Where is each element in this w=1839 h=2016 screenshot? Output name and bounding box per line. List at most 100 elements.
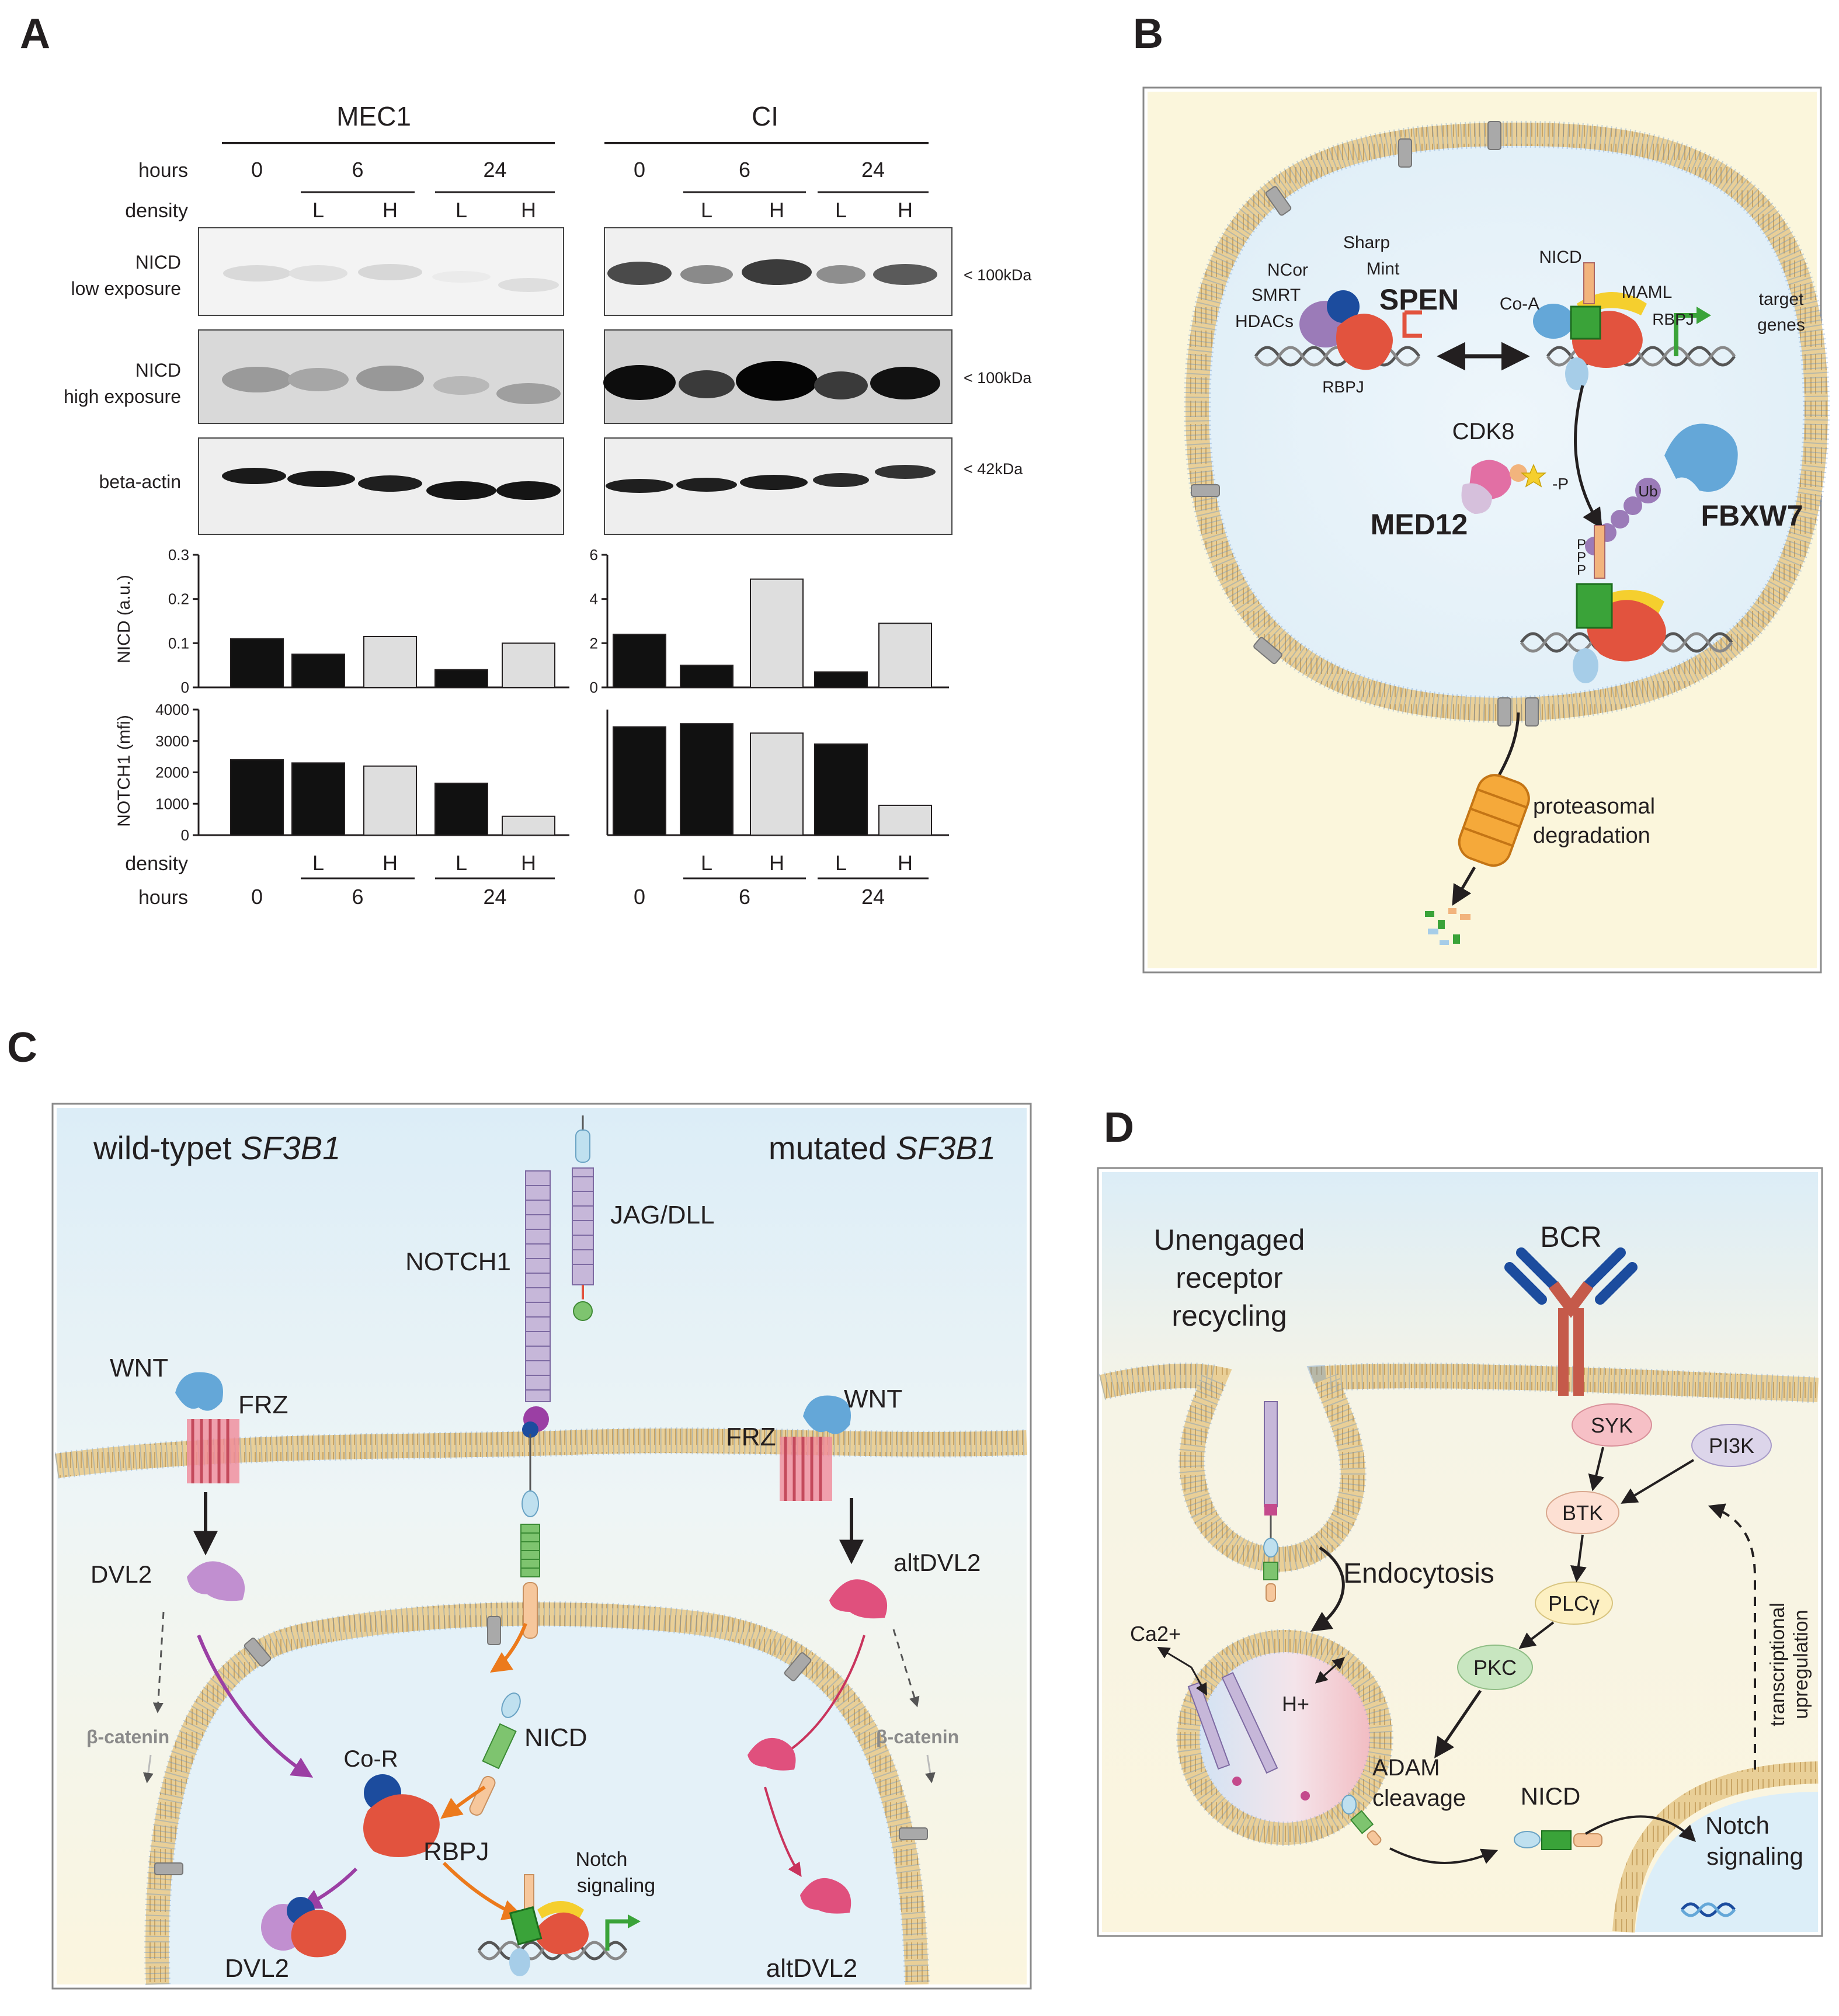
label-notch-d2: signaling	[1706, 1843, 1803, 1870]
label-sharp: Sharp	[1343, 233, 1390, 252]
degradation-path-arrow	[1574, 385, 1602, 529]
label-rbpj-right: RBPJ	[1652, 310, 1694, 328]
cor-rbpj-complex	[363, 1774, 440, 1857]
bar-6-l	[680, 723, 733, 836]
density-low-label: L	[701, 198, 712, 222]
marker-100kda-high: < 100kDa	[964, 369, 1032, 387]
hour-24-label: 24	[861, 158, 885, 182]
label-altdvl2: altDVL2	[894, 1549, 981, 1576]
nicd-au-ylabel: NICD (a.u.)	[114, 575, 134, 663]
y-tick-label: 6	[590, 546, 598, 564]
nicd-c	[469, 1692, 521, 1816]
altdvl2-nuclear	[800, 1878, 851, 1914]
dvl2-protein	[187, 1561, 245, 1601]
label-proteasomal: proteasomal	[1533, 794, 1655, 819]
y-tick-label: 0.2	[168, 590, 189, 608]
panel-b-letter: B	[1133, 11, 1163, 57]
y-tick-label: 1000	[155, 795, 189, 812]
label-cor: Co-R	[343, 1746, 398, 1772]
bar-6-h	[750, 578, 804, 688]
density-low-label: L	[835, 198, 847, 222]
label-p-cdk8: -P	[1552, 475, 1569, 493]
label-wnt-left: WNT	[110, 1354, 168, 1382]
label-transcriptional: transcriptional	[1767, 1603, 1789, 1726]
density-low-label: L	[312, 198, 324, 222]
panel-d: Unengaged receptor recycling BCR	[1097, 1167, 1823, 1937]
density-high-label: H	[898, 851, 913, 875]
label-frz-left: FRZ	[238, 1391, 288, 1419]
label-dvl2: DVL2	[91, 1560, 152, 1588]
panel-c-letter: C	[7, 1024, 37, 1071]
fbxw7-protein	[1664, 423, 1738, 492]
beta-actin-label: beta-actin	[99, 471, 181, 492]
label-hdacs: HDACs	[1235, 312, 1294, 331]
label-receptor: receptor	[1176, 1261, 1282, 1294]
label-nicd-d: NICD	[1521, 1782, 1581, 1810]
label-cdk8: CDK8	[1452, 419, 1515, 444]
bar-24-l	[434, 783, 488, 836]
signaling-nodes: SYK PI3K BTK PLCγ PKC	[1457, 1403, 1772, 1690]
group-label-ci: CI	[752, 101, 778, 131]
nicd-activator-complex	[1533, 262, 1736, 390]
label-target: target	[1759, 290, 1804, 309]
label-ub: Ub	[1638, 482, 1657, 500]
label-cleavage: cleavage	[1372, 1785, 1466, 1811]
label-degradation: degradation	[1533, 823, 1650, 848]
y-tick-label: 2	[590, 634, 598, 652]
dvl2-complex-bottom	[261, 1897, 346, 1958]
bar-24-l	[434, 669, 488, 688]
density-low-label: L	[456, 851, 467, 875]
label-genes: genes	[1757, 315, 1805, 335]
label-spen: SPEN	[1379, 283, 1459, 316]
label-pkc: PKC	[1473, 1656, 1517, 1680]
density-high-label: H	[383, 851, 398, 875]
notch1-mfi-ylabel: NOTCH1 (mfi)	[114, 715, 134, 827]
cleaved-notch-fragment	[1341, 1795, 1382, 1845]
label-wnt-right: WNT	[844, 1385, 902, 1413]
label-med12: MED12	[1371, 508, 1468, 541]
y-tick-label: 0.3	[168, 546, 189, 564]
label-bcr: BCR	[1540, 1221, 1602, 1253]
y-tick-label: 2000	[155, 764, 189, 781]
altdvl2-protein	[829, 1579, 888, 1619]
phosphorylated-nicd-complex	[1520, 525, 1733, 683]
blot-nicd-low-ci	[604, 227, 952, 316]
label-frz-right: FRZ	[726, 1423, 776, 1451]
label-rbpj-c: RBPJ	[423, 1837, 489, 1866]
hours-label-bottom: hours	[138, 887, 188, 909]
notch1-receptor	[520, 1170, 551, 1639]
marker-42kda: < 42kDa	[964, 460, 1023, 478]
density-high-label: H	[769, 198, 784, 222]
label-mint: Mint	[1367, 259, 1400, 279]
bar-24-h	[502, 642, 555, 689]
y-tick-label: 0	[181, 679, 189, 696]
label-altdvl2-bottom: altDVL2	[766, 1954, 858, 1983]
hour-6-label: 6	[739, 885, 750, 909]
bar-6-h	[750, 732, 804, 836]
bar-0	[613, 726, 666, 836]
label-btk: BTK	[1562, 1501, 1603, 1525]
label-recycling: recycling	[1171, 1299, 1287, 1332]
label-plcg: PLCγ	[1548, 1591, 1600, 1615]
label-adam: ADAM	[1372, 1755, 1440, 1781]
label-coa: Co-A	[1500, 294, 1539, 314]
y-tick-label: 4	[590, 590, 598, 608]
blot-actin-ci	[604, 437, 952, 535]
blot-nicd-high-mec1	[198, 329, 564, 424]
blot-nicd-high-ci	[603, 329, 952, 424]
y-tick-label: 0.1	[168, 634, 189, 652]
hour-24-label: 24	[861, 885, 885, 909]
density-high-label: H	[898, 198, 913, 222]
wnt-frz-left	[175, 1372, 239, 1483]
jag-dll-ligand	[572, 1115, 594, 1321]
hour-0-label: 0	[251, 885, 263, 909]
density-label-bottom: density	[125, 853, 188, 875]
hour-6-label: 6	[352, 885, 363, 909]
bar-6-h	[363, 635, 417, 688]
y-tick-label: 4000	[155, 701, 189, 718]
label-upregulation: upregulation	[1790, 1610, 1812, 1719]
label-wild-type: wild-typet SF3B1	[93, 1129, 340, 1166]
